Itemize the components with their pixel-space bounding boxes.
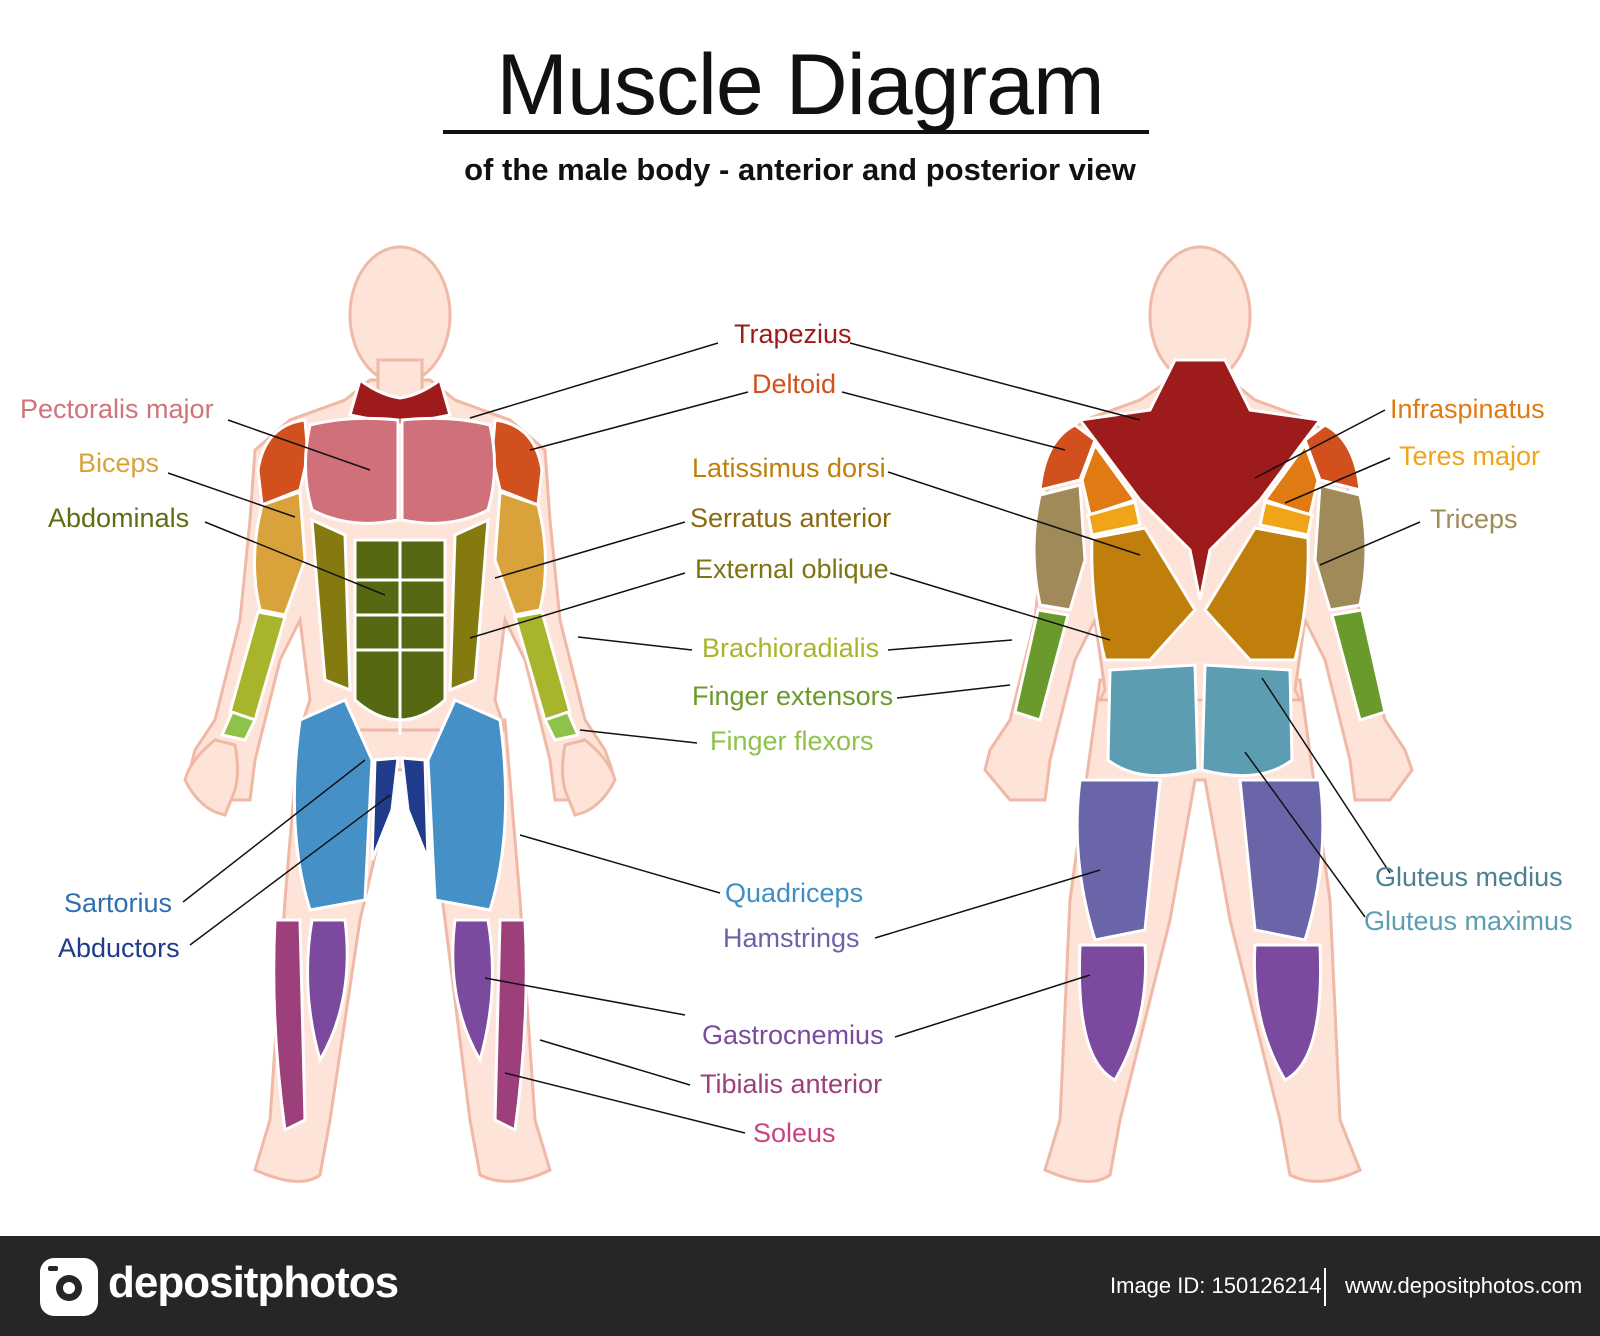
label-abdominals: Abdominals [48, 503, 190, 533]
ant-tibialis-left-shape [272, 918, 307, 1133]
footer-divider [1324, 1268, 1326, 1306]
label-soleus: Soleus [753, 1118, 836, 1148]
label-latissimus-dorsi: Latissimus dorsi [692, 453, 886, 483]
label-trapezius: Trapezius [734, 319, 852, 349]
post-gastroc-left-shape [1077, 943, 1148, 1082]
label-hamstrings: Hamstrings [723, 923, 860, 953]
ant-abductor-left-shape [370, 756, 400, 861]
ant-biceps-left-shape [252, 489, 307, 617]
anterior-muscles [219, 377, 581, 1133]
page-subtitle: of the male body - anterior and posterio… [464, 152, 1136, 187]
label-infraspinatus: Infraspinatus [1390, 394, 1545, 424]
label-gluteus-maximus: Gluteus maximus [1364, 906, 1573, 936]
label-pectoralis-major: Pectoralis major [20, 394, 214, 424]
post-teres-right-shape [1258, 500, 1314, 537]
page-title: Muscle Diagram [496, 37, 1104, 133]
camera-logo-icon [40, 1258, 98, 1316]
post-lat-right-shape [1203, 526, 1310, 662]
site-url: www.depositphotos.com [1345, 1273, 1583, 1298]
label-quadriceps: Quadriceps [725, 878, 864, 908]
footer-bar: depositphotos Image ID: 150126214 www.de… [0, 1236, 1600, 1336]
label-external-oblique: External oblique [695, 554, 889, 584]
label-deltoid: Deltoid [752, 369, 837, 399]
ant-gastroc-left-shape [306, 918, 349, 1064]
label-teres-major: Teres major [1399, 441, 1541, 471]
post-gastroc-right-shape [1252, 943, 1323, 1082]
figures-svg [167, 245, 1421, 1183]
label-finger-extensors: Finger extensors [692, 681, 894, 711]
label-biceps: Biceps [78, 448, 160, 478]
label-gastrocnemius: Gastrocnemius [702, 1020, 884, 1050]
image-id: Image ID: 150126214 [1110, 1273, 1322, 1298]
post-deltoid-left-shape [1038, 423, 1097, 492]
label-abductors: Abductors [58, 933, 180, 963]
post-glute-right-shape [1200, 663, 1294, 778]
ant-flexor-left-shape [219, 710, 258, 742]
ant-pectoral-right-shape [400, 416, 496, 525]
ant-abductor-right-shape [400, 756, 430, 861]
label-finger-flexors: Finger flexors [710, 726, 874, 756]
ant-biceps-right-shape [493, 489, 548, 617]
post-forearm-right-shape [1330, 608, 1387, 722]
ant-quad-right-shape [426, 698, 508, 912]
ant-quad-left-shape [292, 698, 374, 912]
ant-tibialis-right-shape [493, 918, 528, 1133]
label-serratus-anterior: Serratus anterior [690, 503, 892, 533]
post-teres-left-shape [1086, 500, 1142, 537]
label-tibialis-anterior: Tibialis anterior [700, 1069, 883, 1099]
post-lat-left-shape [1090, 526, 1197, 662]
label-brachioradialis: Brachioradialis [702, 633, 880, 663]
post-ham-right-shape [1238, 778, 1325, 942]
title-underline [443, 130, 1149, 134]
post-triceps-right-shape [1313, 483, 1368, 612]
label-triceps: Triceps [1430, 504, 1518, 534]
ant-flexor-right-shape [542, 710, 581, 742]
post-glute-left-shape [1106, 663, 1200, 778]
post-deltoid-right-shape [1303, 423, 1362, 492]
ant-gastroc-right-shape [451, 918, 494, 1064]
brand-logo-text: depositphotos [108, 1258, 399, 1307]
post-ham-left-shape [1075, 778, 1162, 942]
ant-pectoral-left-shape [304, 416, 400, 525]
label-sartorius: Sartorius [64, 888, 173, 918]
diagram-canvas: Muscle Diagram of the male body - anteri… [20, 37, 1573, 1183]
post-forearm-left-shape [1013, 608, 1070, 722]
label-gluteus-medius: Gluteus medius [1375, 862, 1563, 892]
post-triceps-left-shape [1032, 483, 1087, 612]
leader-lines [167, 342, 1421, 1134]
ant-oblique-left-shape [310, 517, 352, 693]
ant-oblique-right-shape [448, 517, 490, 693]
ant-trapezius-shape [348, 377, 452, 427]
